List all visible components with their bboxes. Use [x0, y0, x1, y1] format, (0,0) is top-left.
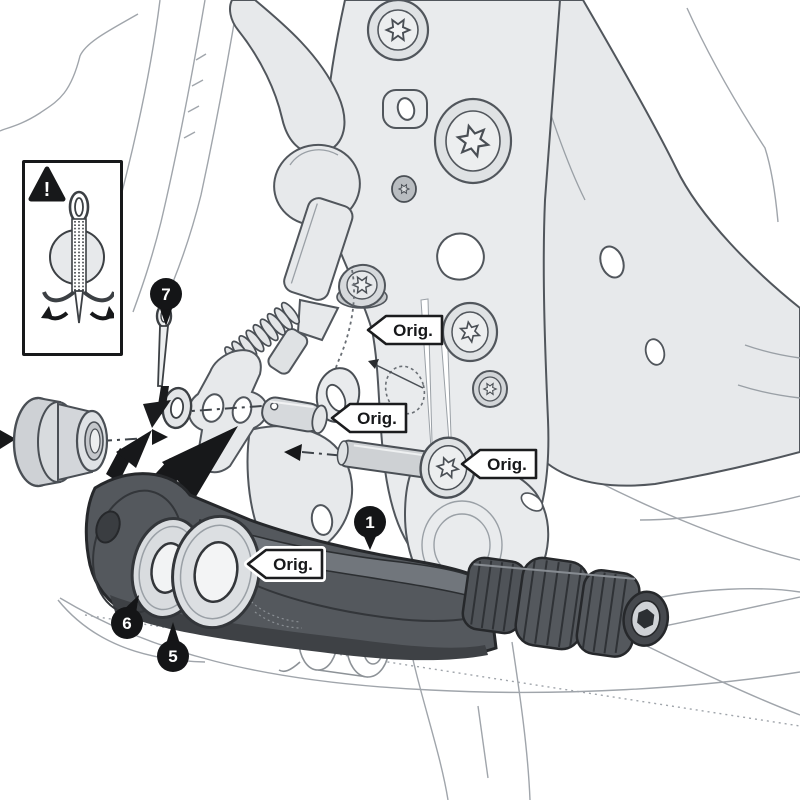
- pedal-hole: [95, 510, 121, 544]
- bushing-part: [0, 396, 168, 488]
- marker-7: 7: [150, 278, 182, 326]
- toe-peg: [461, 556, 670, 658]
- torx-bolt-head: [366, 0, 430, 62]
- callout-label: Orig.: [487, 455, 527, 474]
- heel-plate: [323, 0, 562, 583]
- torx-bolt-head: [433, 97, 513, 185]
- callout-label: Orig.: [357, 409, 397, 428]
- callout-orig-clevis-pin: Orig.: [330, 402, 408, 434]
- frame-hole: [644, 338, 666, 366]
- callout-orig-washers: Orig.: [244, 546, 326, 582]
- marker-1: 1: [354, 506, 386, 550]
- frame-boss: [382, 89, 428, 129]
- down-arrow: [143, 400, 171, 428]
- torx-bolt-head: [336, 263, 388, 309]
- plate-cutout: [436, 232, 485, 281]
- marker-number: 5: [168, 647, 177, 666]
- callout-label: Orig.: [273, 555, 313, 574]
- torx-bolt-head: [472, 370, 508, 408]
- callout-orig-spring: Orig.: [366, 314, 444, 346]
- warning-exclamation: !: [44, 179, 51, 201]
- marker-number: 1: [365, 513, 374, 532]
- torx-bolt-head: [441, 301, 499, 363]
- marker-number: 6: [122, 614, 131, 633]
- small-arrow: [368, 359, 379, 369]
- right-arrowhead: [0, 430, 16, 449]
- washer-5: [171, 514, 261, 630]
- frame-hole: [599, 245, 625, 279]
- small-torx-bolt: [391, 175, 417, 203]
- torx-screw-part: [336, 436, 476, 499]
- clevis-pin: [261, 396, 328, 435]
- left-arrowhead: [284, 444, 302, 461]
- warning-triangle-icon: !: [28, 166, 66, 202]
- cotter-pin-illustration: !: [28, 166, 117, 324]
- master-cylinder: [229, 0, 361, 375]
- marker-5: 5: [157, 622, 189, 672]
- marker-number: 7: [161, 285, 170, 304]
- marker-6: 6: [111, 595, 143, 639]
- right-arrowhead: [152, 429, 168, 445]
- callout-label: Orig.: [393, 321, 433, 340]
- bolt-hole-dashed: [384, 365, 426, 415]
- hex-socket: [637, 608, 655, 629]
- callout-orig-bolt: Orig.: [460, 448, 538, 480]
- warning-box: !: [22, 160, 123, 356]
